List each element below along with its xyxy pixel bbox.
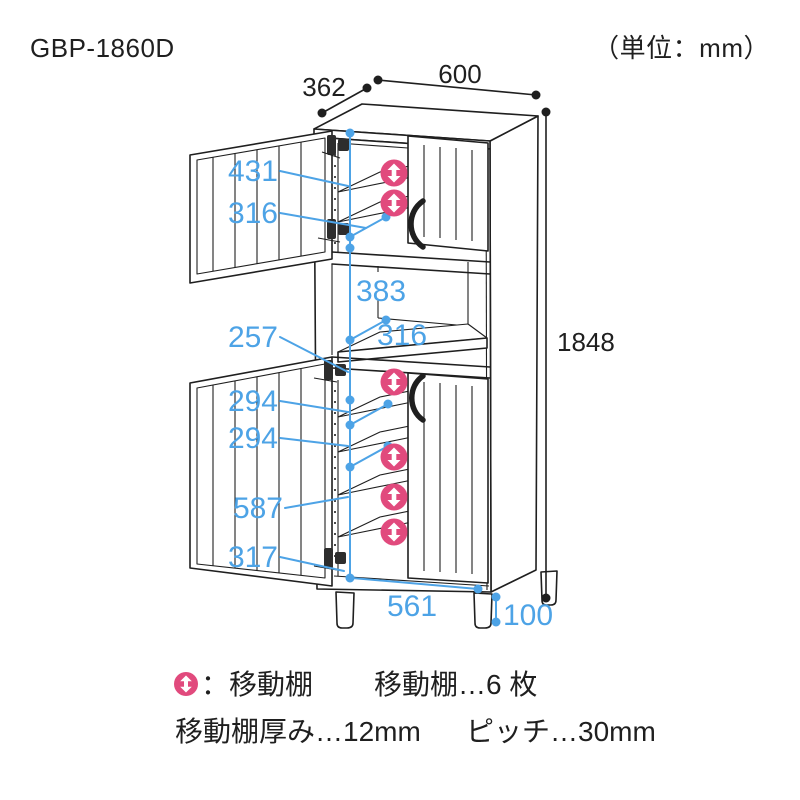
legend: ：移動棚 移動棚…6 枚 移動棚厚み…12mm ピッチ…30mm bbox=[174, 669, 656, 747]
open-shelf-section bbox=[331, 262, 488, 363]
dim-depth-label: 362 bbox=[302, 72, 345, 102]
movable-shelf-legend-icon bbox=[174, 672, 198, 696]
dim-316-upper-label: 316 bbox=[228, 197, 278, 230]
dim-561-label: 561 bbox=[387, 590, 437, 623]
unit-note: （単位：mm） bbox=[593, 33, 770, 63]
hinge-icon bbox=[317, 219, 349, 243]
lower-closed-door bbox=[407, 372, 489, 584]
counter-shelf-edge bbox=[337, 337, 488, 363]
outer-dimensions: 362 600 1848 bbox=[302, 59, 615, 603]
dim-height-label: 1848 bbox=[557, 327, 615, 357]
dim-294b-label: 294 bbox=[228, 422, 278, 455]
lower-open-door bbox=[189, 356, 333, 587]
dim-width-label: 600 bbox=[438, 59, 481, 89]
upper-open-door bbox=[189, 130, 333, 284]
lower-door-handle bbox=[409, 373, 426, 423]
hinge-icon bbox=[321, 135, 349, 159]
upper-closed-door bbox=[407, 135, 489, 252]
legend-shelf-thickness: 移動棚厚み…12mm bbox=[175, 716, 421, 747]
dim-100-label: 100 bbox=[503, 599, 553, 632]
model-label: GBP-1860D bbox=[30, 33, 175, 63]
legend-pitch: ピッチ…30mm bbox=[466, 716, 656, 747]
dim-257-label: 257 bbox=[228, 321, 278, 354]
hinge-icon bbox=[313, 360, 346, 383]
door-hinges bbox=[313, 135, 349, 571]
dim-587-label: 587 bbox=[233, 492, 283, 525]
dim-383-label: 383 bbox=[356, 275, 406, 308]
legend-shelf-count: 移動棚…6 枚 bbox=[374, 669, 537, 700]
movable-shelf-icons bbox=[380, 159, 408, 546]
movable-shelf-icon bbox=[380, 189, 408, 217]
leg-front-left bbox=[335, 591, 355, 629]
dim-294a-label: 294 bbox=[228, 385, 278, 418]
movable-shelf-icon bbox=[380, 443, 408, 471]
dim-317-label: 317 bbox=[228, 541, 278, 574]
movable-shelf-icon bbox=[380, 159, 408, 187]
upper-door-handle bbox=[408, 198, 426, 250]
movable-shelf-icon bbox=[380, 368, 408, 396]
dim-316-middle-label: 316 bbox=[377, 319, 427, 352]
movable-shelf-icon bbox=[380, 518, 408, 546]
leg-front-right bbox=[473, 592, 493, 629]
dim-431-label: 431 bbox=[228, 155, 278, 188]
legend-icon-label: ：移動棚 bbox=[201, 669, 313, 700]
cabinet-right-side bbox=[489, 115, 539, 593]
movable-shelf-icon bbox=[380, 483, 408, 511]
